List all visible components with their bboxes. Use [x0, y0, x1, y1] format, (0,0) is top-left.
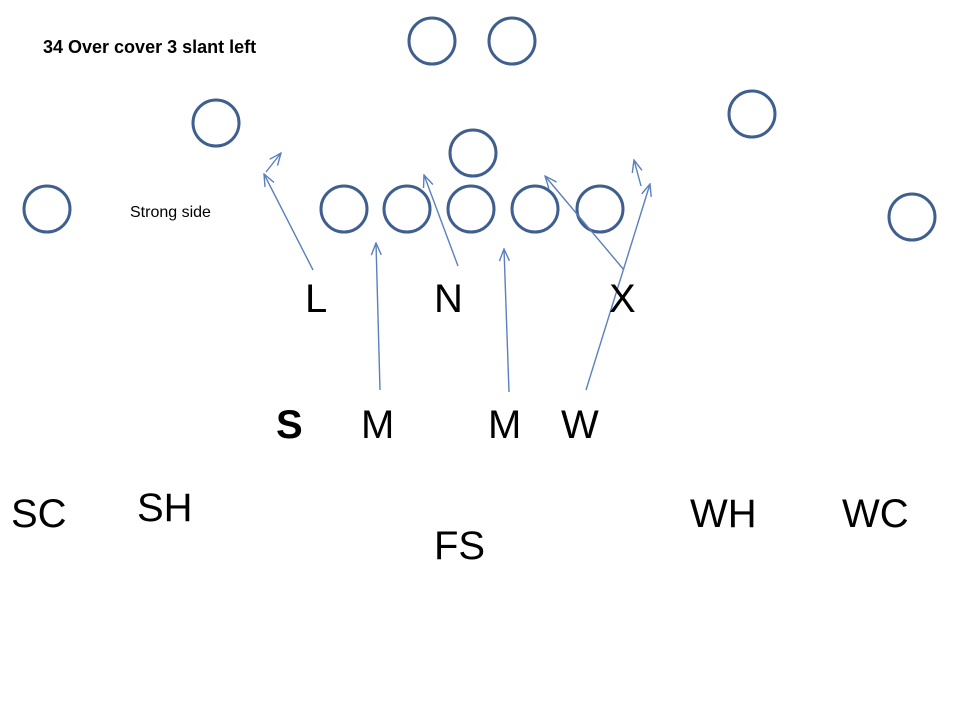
- offense-player-backfield-right: [487, 16, 537, 66]
- offense-player-wing-right: [727, 89, 777, 139]
- defender-label-wh: WH: [690, 492, 757, 536]
- offense-player-wide-left: [22, 184, 72, 234]
- offense-player-backfield-left: [407, 16, 457, 66]
- offense-players: [22, 16, 937, 242]
- offense-player-quarterback: [448, 128, 498, 178]
- strong-side-label: Strong side: [130, 204, 211, 221]
- offense-player-tackle-right: [575, 184, 625, 234]
- defender-label-s: S: [276, 403, 303, 447]
- defender-label-sh: SH: [137, 486, 193, 530]
- offense-player-wing-left: [191, 98, 241, 148]
- defender-label-n: N: [434, 277, 463, 321]
- route-arrow-n: [424, 175, 459, 267]
- offense-player-center: [446, 184, 496, 234]
- defender-label-fs: FS: [434, 524, 486, 568]
- route-arrow-m-right: [504, 249, 509, 393]
- offense-player-guard-right: [510, 184, 560, 234]
- route-arrow-x-tick: [634, 160, 641, 187]
- offense-player-wide-right: [887, 192, 937, 242]
- play-title: 34 Over cover 3 slant left: [43, 37, 257, 57]
- defender-label-wc: WC: [842, 492, 909, 536]
- offense-player-guard-left: [382, 184, 432, 234]
- route-arrow-l: [264, 174, 314, 271]
- route-arrow-x: [545, 176, 625, 271]
- route-arrow-l-tick: [265, 153, 281, 173]
- offense-player-tackle-left: [319, 184, 369, 234]
- route-arrows: [264, 153, 650, 393]
- route-arrow-m-left: [376, 243, 380, 391]
- route-arrow-w: [585, 184, 650, 391]
- defender-label-w: W: [561, 403, 599, 447]
- defender-label-sc: SC: [11, 492, 67, 536]
- defender-label-m-left: M: [361, 403, 395, 447]
- defender-label-l: L: [305, 277, 328, 321]
- defender-label-m-right: M: [488, 403, 522, 447]
- defender-label-x: X: [609, 277, 636, 321]
